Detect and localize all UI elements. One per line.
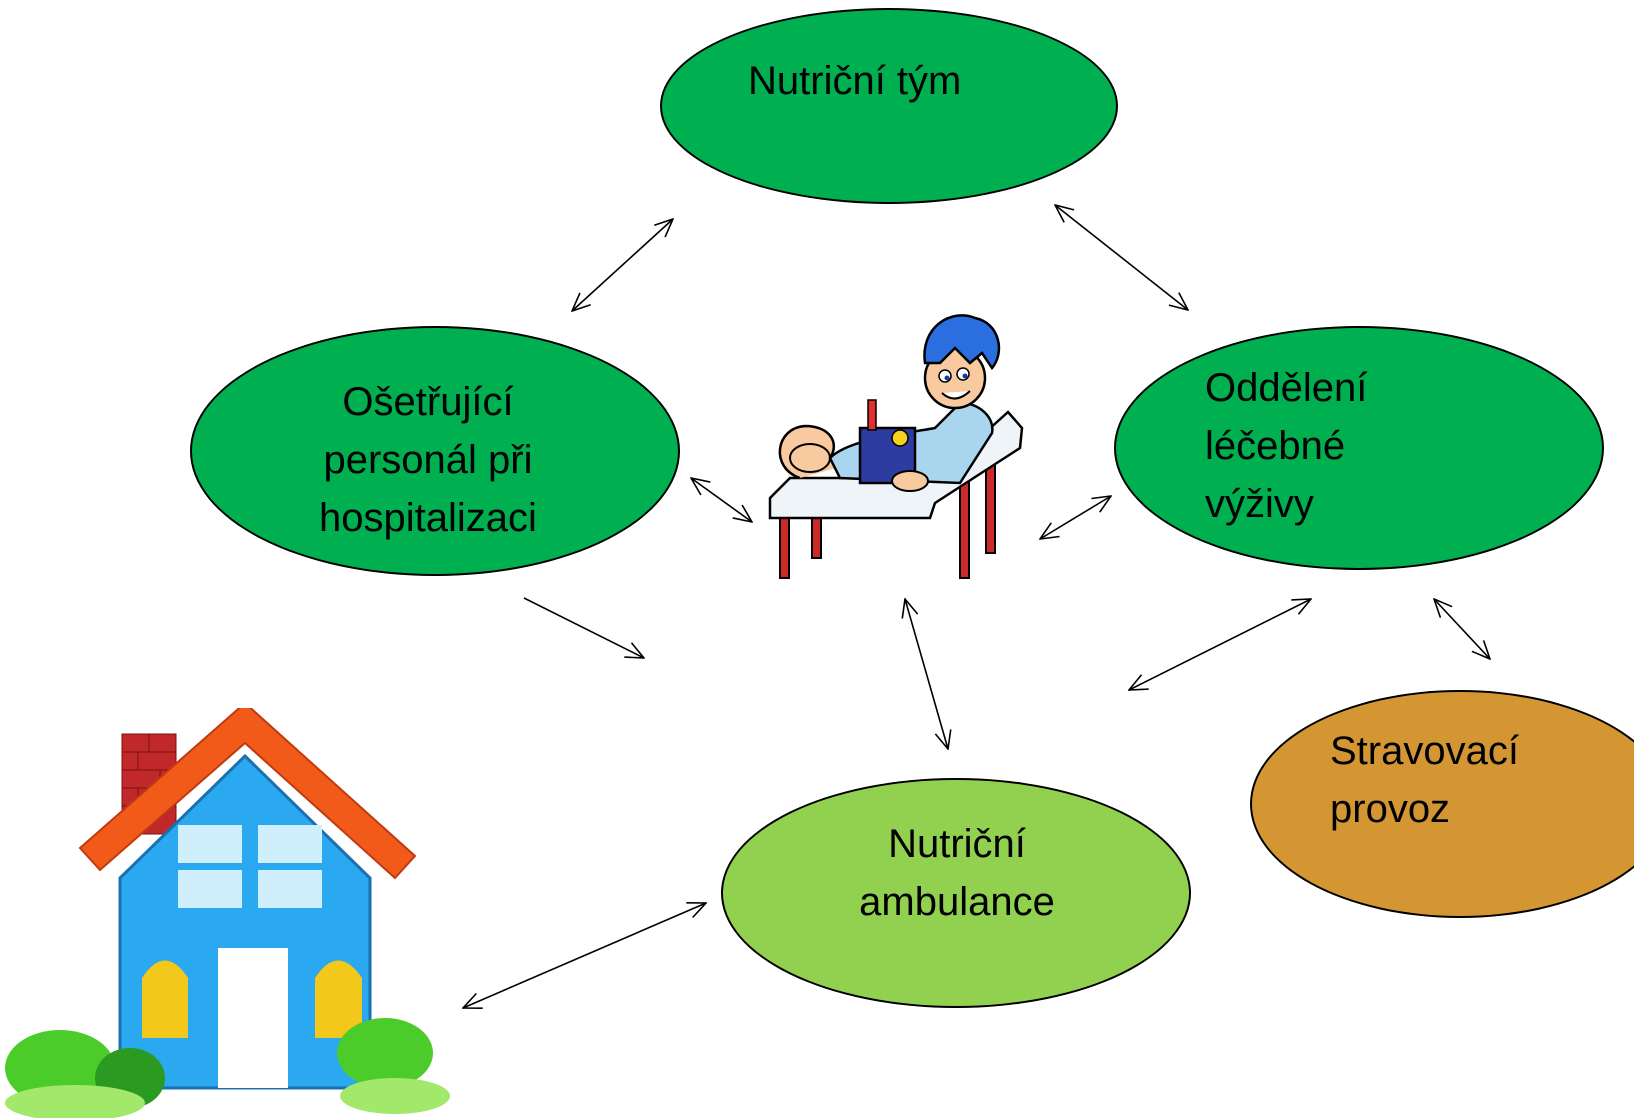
node-clinical-nutrition-dept-label: Oddělení léčebné výživy (1205, 366, 1368, 526)
arrow-dept-catering (1434, 599, 1490, 659)
arrow-dept-clinic (1129, 599, 1311, 690)
node-catering-label: Stravovací provoz (1330, 729, 1519, 831)
arrow-nursing-to-patient (523, 597, 644, 658)
arrow-team-nursing (572, 219, 673, 311)
arrow-clinic-home (463, 903, 706, 1008)
node-nutrition-clinic-label: Nutriční ambulance (859, 822, 1055, 924)
arrow-team-dept (1055, 205, 1188, 310)
node-nursing-staff (190, 326, 680, 576)
node-catering (1250, 690, 1634, 918)
node-nursing-staff-label: Ošetřující personál při hospitalizaci (319, 380, 537, 540)
house-icon (5, 708, 450, 1118)
arrow-nursing-patient (691, 478, 752, 522)
node-clinical-nutrition-dept (1114, 326, 1604, 570)
patient-in-bed-icon (768, 314, 1024, 579)
node-nutrition-clinic (721, 778, 1191, 1008)
arrow-dept-patient (1040, 496, 1111, 539)
node-nutritional-team (660, 8, 1118, 204)
node-nutritional-team-label: Nutriční tým (748, 59, 962, 103)
arrow-patient-clinic (905, 599, 948, 749)
